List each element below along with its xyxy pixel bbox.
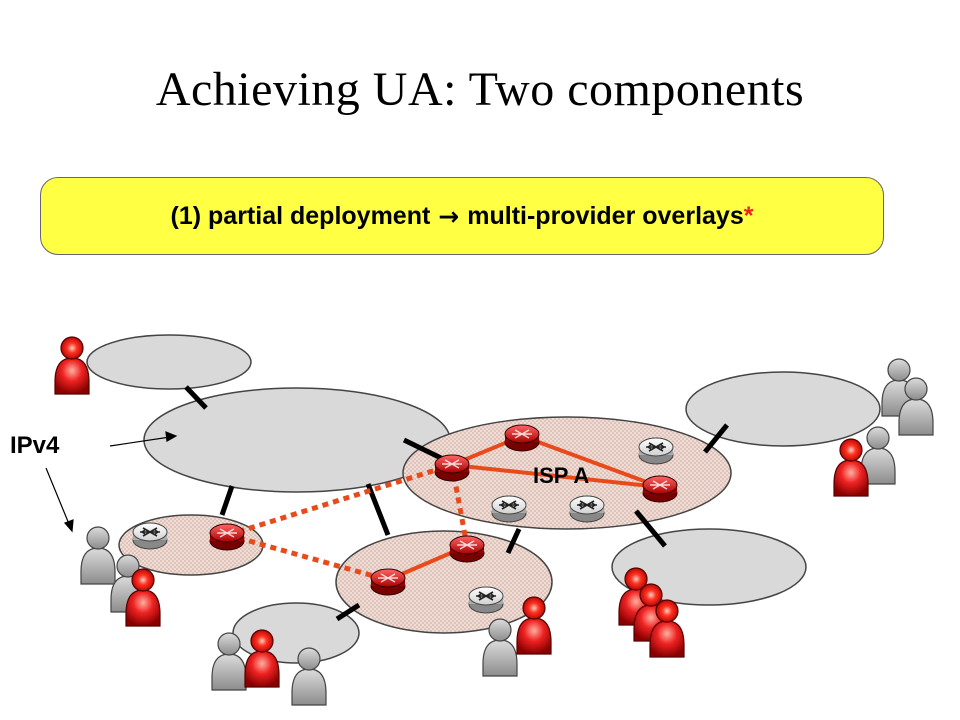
router-icon — [491, 495, 527, 523]
right-arrow-icon: → — [438, 201, 460, 231]
network-cloud — [611, 528, 807, 606]
callout-box: (1) partial deployment → multi-provider … — [40, 177, 884, 255]
user-icon — [54, 336, 90, 395]
router-icon — [132, 522, 168, 550]
user-icon — [80, 526, 116, 585]
router-icon — [468, 586, 504, 614]
ipv4-label: IPv4 — [10, 432, 60, 459]
arrow-icon — [45, 431, 178, 533]
slide-title: Achieving UA: Two components — [155, 63, 805, 116]
router-icon — [569, 495, 605, 523]
router-icon — [642, 475, 678, 503]
callout-prefix: (1) partial deployment — [170, 201, 431, 230]
callout-text: (1) partial deployment → multi-provider … — [41, 178, 883, 254]
user-icon — [833, 438, 869, 497]
router-icon — [504, 424, 540, 452]
peering-links — [184, 385, 729, 622]
isp-a-label: ISP A — [533, 463, 589, 488]
network-cloud — [86, 334, 252, 390]
router-icon — [434, 454, 470, 482]
callout-asterisk: * — [743, 201, 754, 230]
callout-suffix: multi-provider overlays — [467, 201, 744, 230]
router-icon — [209, 523, 245, 551]
router-icon — [370, 568, 406, 596]
router-icon — [449, 535, 485, 563]
isp-cloud — [335, 530, 553, 634]
router-icon — [638, 437, 674, 465]
network-cloud — [685, 371, 881, 447]
